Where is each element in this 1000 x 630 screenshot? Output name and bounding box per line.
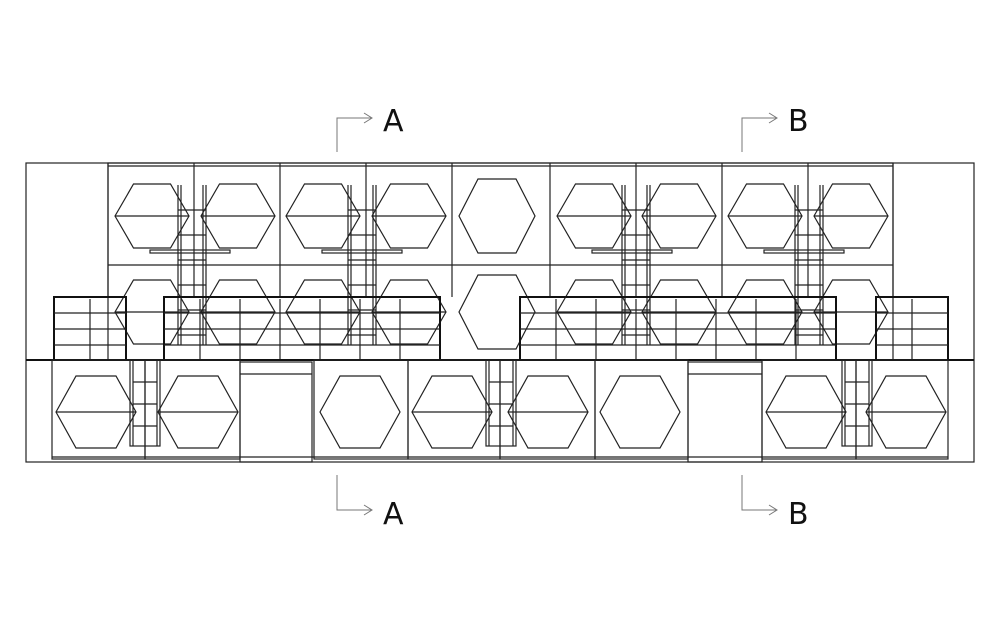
section-label: B	[788, 497, 809, 532]
building-elevation	[25, 162, 975, 463]
lower-ladder	[129, 359, 161, 447]
door	[239, 361, 313, 463]
section-marker-bottom-b: B	[741, 475, 809, 532]
lower-module	[594, 359, 689, 460]
section-label: B	[788, 104, 809, 139]
hexagon-window-middle	[458, 274, 536, 350]
ledge	[763, 249, 845, 254]
lower-module	[855, 359, 949, 460]
lower-ladder	[485, 359, 517, 447]
section-label: A	[383, 497, 404, 532]
hexagon-window-lower	[319, 375, 401, 449]
hexagon-window-upper	[458, 178, 536, 254]
lower-module	[313, 359, 409, 460]
lower-ladder	[841, 359, 873, 447]
section-arrow-icon	[741, 475, 778, 516]
lower-module	[499, 359, 596, 460]
upper-block	[107, 162, 894, 361]
section-arrow-icon	[336, 112, 373, 152]
section-label: A	[383, 104, 404, 139]
lower-module	[51, 359, 146, 460]
section-arrow-icon	[336, 475, 373, 516]
section-arrow-icon	[741, 112, 778, 152]
section-marker-top-a: A	[336, 104, 404, 152]
section-marker-top-b: B	[741, 104, 809, 152]
door	[687, 361, 763, 463]
ledge	[149, 249, 231, 254]
ledge	[591, 249, 673, 254]
section-markers: A B A B	[336, 104, 809, 532]
section-marker-bottom-a: A	[336, 475, 404, 532]
ledge	[321, 249, 403, 254]
hexagon-window-lower	[599, 375, 681, 449]
